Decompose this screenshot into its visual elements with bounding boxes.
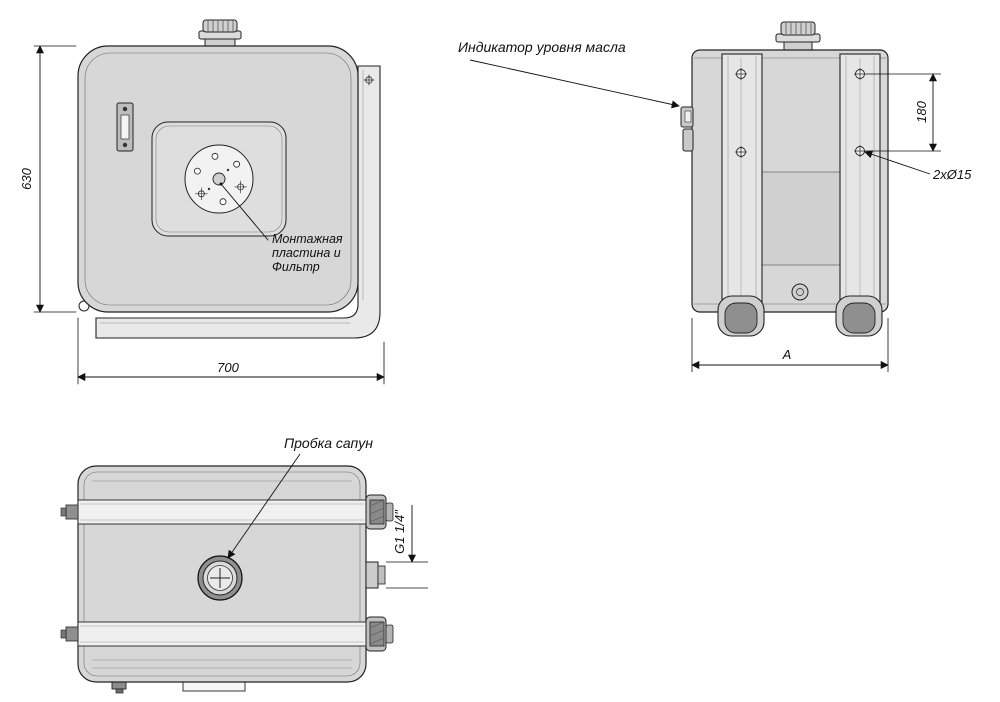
strap-band-top — [60, 494, 394, 530]
mounting-plate-label-line1: Монтажная — [272, 232, 343, 246]
dim-depth-value: A — [782, 347, 792, 362]
top-view: Пробка сапун G1 1/4" — [60, 435, 428, 694]
holes-label: 2xØ15 — [932, 167, 972, 182]
strap-screw-holes — [735, 68, 866, 158]
holes-callout: 2xØ15 — [864, 150, 972, 182]
oil-level-label: Индикатор уровня масла — [458, 39, 626, 55]
mounting-plate — [151, 121, 287, 237]
dim-height-value: 630 — [19, 167, 34, 189]
dimension-width-700: 700 — [77, 317, 385, 385]
front-view: Монтажная пластина и Фильтр 630 700 — [19, 19, 385, 385]
dimension-180: 180 — [866, 73, 941, 152]
dim-width-value: 700 — [217, 360, 239, 375]
side-view: Индикатор уровня масла 180 2xØ15 A — [458, 21, 972, 372]
drain-plug — [791, 283, 809, 301]
dimension-depth-A: A — [691, 318, 889, 372]
dimension-thread: G1 1/4" — [386, 505, 428, 589]
mounting-strap-left — [721, 53, 763, 313]
mounting-plate-label-line2: пластина и — [272, 246, 341, 260]
breather-label: Пробка сапун — [284, 435, 373, 451]
strap-foot-left — [717, 295, 765, 337]
oil-level-indicator-front — [116, 102, 134, 152]
mounting-strap-right — [839, 53, 881, 313]
screw-hole — [735, 146, 747, 158]
dim-180-value: 180 — [914, 100, 929, 122]
thread-label: G1 1/4" — [392, 509, 407, 554]
breather-cap-front — [198, 19, 242, 48]
strap-clamp-bottom — [365, 616, 394, 652]
breather-cap-side — [775, 21, 821, 52]
side-port — [365, 561, 386, 589]
mounting-plate-callout: Монтажная пластина и Фильтр — [219, 182, 343, 274]
screw-hole — [854, 68, 866, 80]
dimension-height-630: 630 — [19, 45, 77, 313]
oil-level-indicator-side — [680, 106, 694, 152]
screw-hole — [854, 145, 866, 157]
oil-level-callout: Индикатор уровня масла — [458, 39, 680, 109]
screw-hole — [735, 68, 747, 80]
breather-plug-top — [197, 555, 243, 601]
strap-foot-right — [835, 295, 883, 337]
strap-clamp-top — [365, 494, 394, 530]
strap-band-bottom — [60, 616, 394, 652]
mounting-bracket-front — [78, 65, 381, 339]
mounting-plate-label-line3: Фильтр — [272, 260, 320, 274]
filter-flange — [184, 144, 254, 214]
breather-callout: Пробка сапун — [227, 435, 373, 559]
